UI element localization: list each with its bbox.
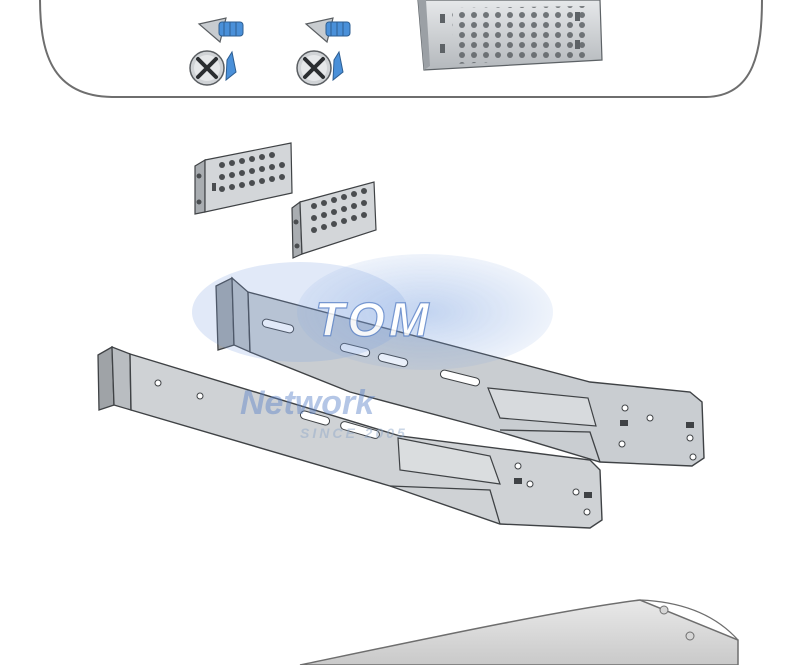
rail-icon: [97, 345, 603, 529]
shelf-tray: [299, 599, 739, 665]
watermark: TOM Network SINCE 2005: [192, 254, 553, 441]
screw-set-1: [189, 17, 244, 86]
phillips-screw-head-icon: [189, 50, 237, 86]
watermark-brand: TOM: [315, 294, 433, 347]
flat-head-screw-icon: [197, 17, 244, 44]
mounting-bracket-icon: [417, 0, 603, 71]
mounting-bracket-icon: [194, 142, 293, 215]
screw-set-2: [296, 17, 351, 86]
flat-head-screw-icon: [304, 17, 351, 44]
phillips-screw-head-icon: [296, 50, 344, 86]
watermark-network: Network: [240, 384, 376, 422]
mounting-bracket-icon: [291, 181, 377, 259]
accessory-panel: [39, 0, 763, 98]
watermark-since: SINCE 2005: [300, 425, 408, 441]
